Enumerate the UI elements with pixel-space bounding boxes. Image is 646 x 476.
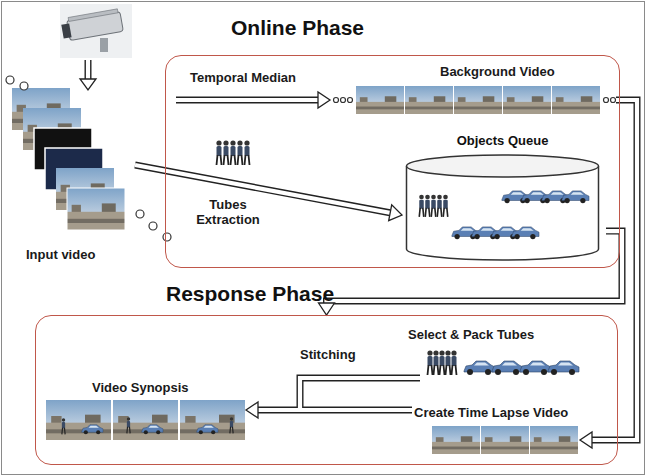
- selected-tubes: [427, 350, 579, 375]
- stage-label: Input video: [26, 247, 95, 262]
- stage-label: Create Time Lapse Video: [414, 405, 568, 420]
- background-video-strip: [356, 86, 600, 114]
- phase-heading: Response Phase: [166, 282, 334, 306]
- stage-label: Stitching: [300, 347, 356, 362]
- video-synopsis-strip: [46, 400, 245, 440]
- phase-heading: Objects Queue: [399, 133, 606, 148]
- input-video-frames: [12, 88, 125, 230]
- stage-label: Video Synopsis: [92, 380, 189, 395]
- cylinder-outline: [399, 154, 606, 261]
- queue-cylinder: Objects Queue: [399, 154, 606, 261]
- camera-icon: [60, 4, 132, 58]
- flow-arrows: [80, 60, 637, 448]
- time-lapse-strip: [432, 426, 578, 454]
- stage-label: Temporal Median: [190, 70, 296, 85]
- stage-label: Select & Pack Tubes: [408, 327, 534, 342]
- stage-label: Background Video: [440, 64, 555, 79]
- phase-heading: Online Phase: [231, 16, 364, 40]
- stage-label: Tubes Extraction: [186, 197, 270, 227]
- tube-icon: [216, 140, 249, 165]
- phase-region: Online PhaseObjects Queue: [165, 55, 620, 268]
